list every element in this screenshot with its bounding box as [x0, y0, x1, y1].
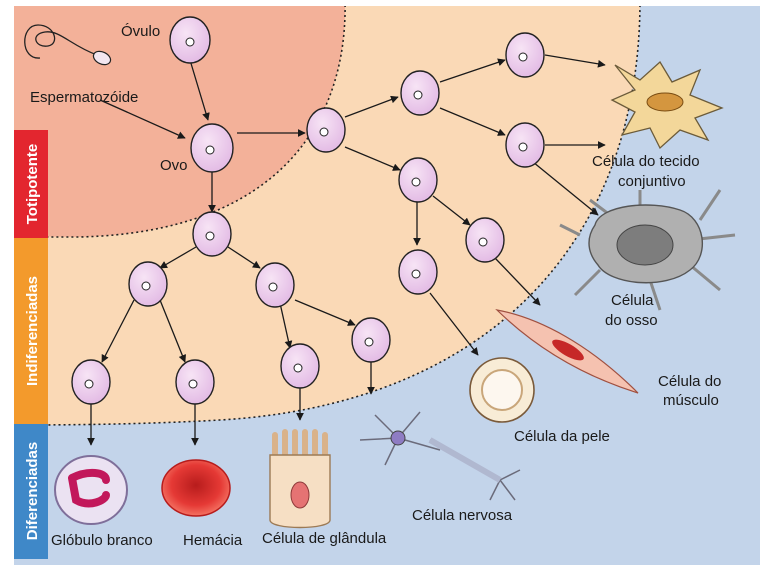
label-ovo: Ovo — [160, 157, 188, 174]
nerve-cell-icon — [359, 411, 521, 501]
cell — [255, 262, 295, 308]
sidebar-label-undifferentiated: Indiferenciadas — [24, 276, 41, 386]
cell — [175, 359, 215, 405]
cell-ovulo — [169, 16, 211, 64]
label-osso-line2: do osso — [605, 312, 658, 329]
cell — [505, 122, 545, 168]
label-espermatozoide: Espermatozóide — [30, 89, 138, 106]
label-globulo: Glóbulo branco — [51, 532, 153, 549]
cell — [465, 217, 505, 263]
label-glandula: Célula de glândula — [262, 530, 387, 547]
cell — [306, 107, 346, 153]
white-blood-cell-icon — [54, 455, 128, 525]
sidebar-label-differentiated: Diferenciadas — [24, 442, 41, 540]
label-musculo-line1: Célula do — [658, 373, 721, 390]
top-margin — [0, 0, 760, 6]
cell — [128, 261, 168, 307]
label-ovulo: Óvulo — [121, 23, 160, 40]
label-pele: Célula da pele — [514, 428, 610, 445]
skin-cell-icon — [469, 357, 535, 423]
cell — [351, 317, 391, 363]
label-nervosa: Célula nervosa — [412, 507, 513, 524]
cell — [192, 211, 232, 257]
boundary-totipotent — [14, 0, 346, 238]
cell — [398, 249, 438, 295]
label-tecido-line2: conjuntivo — [618, 173, 686, 190]
cell — [398, 157, 438, 203]
cell — [400, 70, 440, 116]
arrows — [87, 54, 606, 446]
cells — [71, 16, 545, 405]
boundary-undifferentiated — [13, 0, 641, 426]
connective-tissue-cell-icon — [610, 60, 724, 150]
sidebar-label-totipotent: Totipotente — [24, 144, 41, 225]
red-blood-cell-icon — [161, 459, 231, 517]
label-tecido-line1: Célula do tecido — [592, 153, 700, 170]
sperm-icon — [24, 24, 112, 66]
muscle-cell-icon — [495, 309, 639, 394]
cell — [505, 32, 545, 78]
label-hemacia: Hemácia — [183, 532, 243, 549]
sidebar-differentiated — [14, 424, 48, 559]
sidebar-undifferentiated — [14, 238, 48, 424]
label-musculo-line2: músculo — [663, 392, 719, 409]
sidebar-totipotent — [14, 130, 48, 238]
cell — [280, 343, 320, 389]
bone-cell-icon — [559, 189, 736, 311]
cell-ovo — [190, 123, 234, 173]
cell — [71, 359, 111, 405]
label-osso-line1: Célula — [611, 292, 654, 309]
gland-cell-icon — [269, 429, 331, 529]
